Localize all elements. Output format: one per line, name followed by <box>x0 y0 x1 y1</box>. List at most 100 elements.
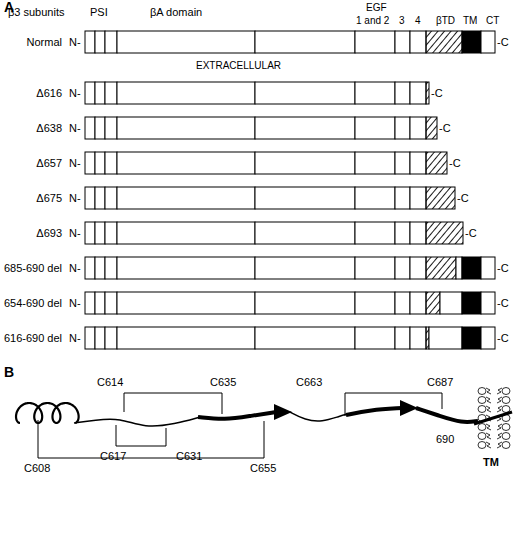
domain-segment <box>355 327 395 349</box>
domain-bar <box>85 327 495 349</box>
domain-segment <box>410 82 426 104</box>
disulfide-bracket <box>124 393 222 414</box>
domain-segment <box>105 257 117 279</box>
domain-segment <box>85 187 95 209</box>
lipid-head <box>502 424 510 431</box>
chain <box>290 412 348 421</box>
part-label: EXTRACELLULAR <box>196 60 281 72</box>
lipid-tail <box>497 433 502 439</box>
domain-bar <box>85 257 495 279</box>
domain-segment <box>95 82 105 104</box>
domain-segment <box>85 82 95 104</box>
subunit-bar: Δ616 <box>85 82 429 104</box>
domain-segment <box>117 117 255 139</box>
domain-segment <box>95 117 105 139</box>
domain-segment <box>395 82 410 104</box>
domain-segment <box>440 292 462 314</box>
domain-segment <box>105 152 117 174</box>
domain-segment <box>395 187 410 209</box>
part-label: EGF <box>366 2 387 14</box>
lipid-tail <box>497 406 502 412</box>
part-label: C663 <box>296 376 322 388</box>
lipid-head <box>478 406 486 413</box>
domain-segment <box>117 82 255 104</box>
domain-segment <box>95 292 105 314</box>
domain-segment <box>105 327 117 349</box>
domain-segment <box>117 187 255 209</box>
part-label: B <box>4 366 14 378</box>
part-label: βA domain <box>150 6 202 18</box>
subunit-bar: Δ657 <box>85 152 447 174</box>
chain <box>74 417 200 426</box>
domain-segment <box>481 292 495 314</box>
lipid-head <box>478 424 486 431</box>
domain-segment <box>255 82 355 104</box>
domain-bar <box>85 117 437 139</box>
part-label: C608 <box>24 462 50 474</box>
domain-segment <box>255 187 355 209</box>
part-label: C687 <box>427 376 453 388</box>
domain-segment <box>456 257 462 279</box>
variant-name: Δ638 <box>0 122 62 134</box>
part-label: C631 <box>176 450 202 462</box>
domain-segment <box>105 31 117 53</box>
domain-segment <box>481 327 495 349</box>
subunit-bar: Δ675 <box>85 187 455 209</box>
domain-segment <box>95 327 105 349</box>
domain-segment <box>117 152 255 174</box>
disulfide-bracket <box>38 420 264 458</box>
variant-name: Δ616 <box>0 87 62 99</box>
domain-segment <box>395 257 410 279</box>
subunit-bar: Δ638 <box>85 117 437 139</box>
domain-segment <box>85 327 95 349</box>
part-label: C635 <box>210 376 236 388</box>
domain-segment <box>95 222 105 244</box>
part-label: 3 <box>399 15 405 27</box>
part-label: 690 <box>436 433 454 445</box>
part-label: 4 <box>415 15 421 27</box>
part-label: -C <box>457 192 469 204</box>
domain-segment <box>105 187 117 209</box>
domain-segment <box>410 327 426 349</box>
part-label: -C <box>497 297 509 309</box>
domain-segment <box>410 152 426 174</box>
domain-segment <box>410 292 426 314</box>
domain-segment <box>426 222 463 244</box>
domain-segment <box>410 257 426 279</box>
domain-segment <box>117 222 255 244</box>
disulfide-bracket <box>116 425 166 446</box>
lipid-head <box>478 433 486 440</box>
domain-bar <box>85 222 463 244</box>
arrow-head <box>400 400 418 416</box>
domain-segment <box>105 222 117 244</box>
domain-segment <box>462 31 481 53</box>
part-label: -C <box>497 332 509 344</box>
domain-segment <box>355 31 395 53</box>
helix <box>16 403 79 423</box>
lipid-head <box>502 388 510 395</box>
domain-segment <box>481 257 495 279</box>
domain-segment <box>255 152 355 174</box>
part-label: βTD <box>436 15 455 27</box>
variant-name: 654-690 del <box>0 297 62 309</box>
part-label: β3 subunits <box>8 6 64 18</box>
domain-segment <box>255 222 355 244</box>
domain-segment <box>85 257 95 279</box>
domain-bar <box>85 82 429 104</box>
domain-segment <box>426 31 462 53</box>
domain-segment <box>410 222 426 244</box>
lipid-tail <box>497 397 502 403</box>
part-label: TM <box>483 456 499 468</box>
domain-segment <box>426 82 429 104</box>
subunit-bar: 654-690 del <box>85 292 495 314</box>
beta-strand <box>346 408 402 415</box>
domain-segment <box>85 117 95 139</box>
part-label: -C <box>449 157 461 169</box>
part-label: C655 <box>250 462 276 474</box>
subunit-bar: 685-690 del <box>85 257 495 279</box>
part-label: -C <box>465 227 477 239</box>
domain-segment <box>395 152 410 174</box>
lipid-tail <box>486 388 491 394</box>
domain-segment <box>85 152 95 174</box>
structure-sketch <box>16 388 512 459</box>
